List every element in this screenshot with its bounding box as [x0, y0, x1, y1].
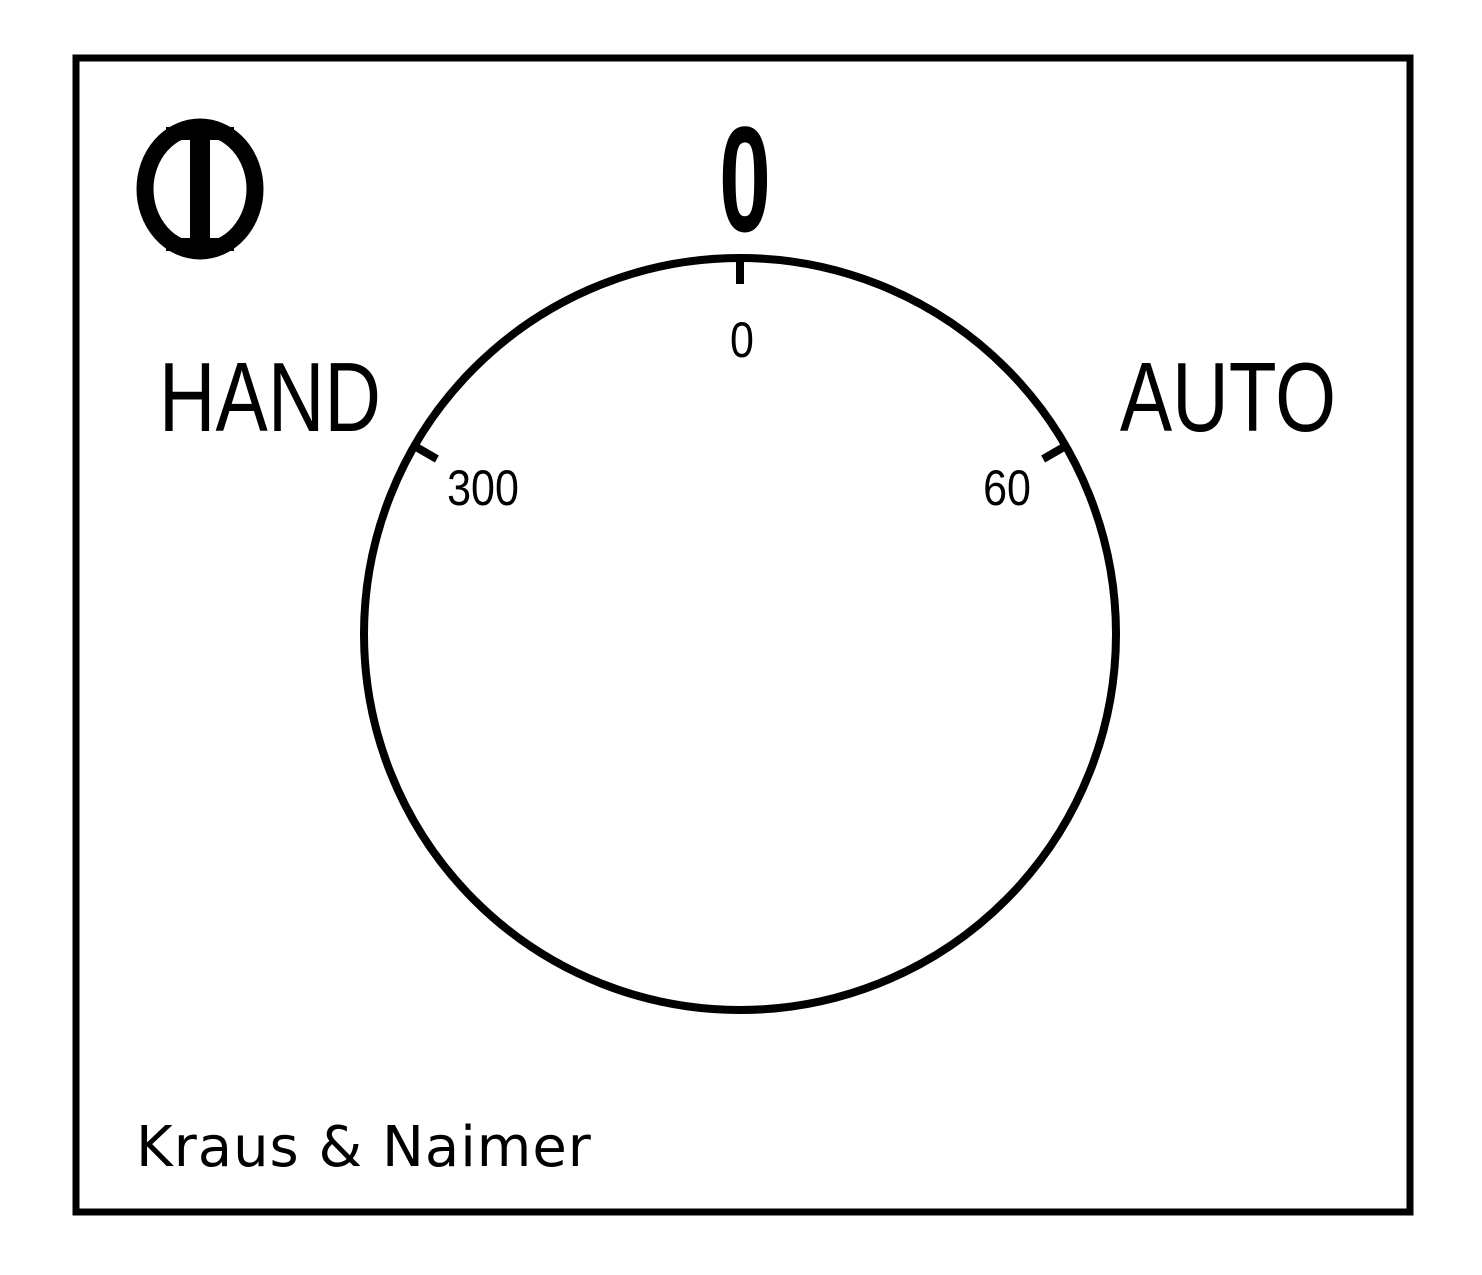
position-label-auto: AUTO	[1120, 343, 1336, 452]
position-label-hand: HAND	[159, 343, 381, 452]
dial-label-300: 300	[447, 460, 519, 516]
faceplate-frame	[72, 54, 1414, 1216]
dial-tick-60	[1041, 442, 1068, 463]
phi-symbol-icon	[136, 118, 264, 260]
manufacturer-label: Kraus & Naimer	[136, 1115, 592, 1180]
dial-label-0: 0	[730, 312, 754, 368]
position-marker-zero: 0	[719, 96, 771, 263]
dial-label-60: 60	[983, 460, 1031, 516]
dial-tick-300	[412, 442, 439, 463]
